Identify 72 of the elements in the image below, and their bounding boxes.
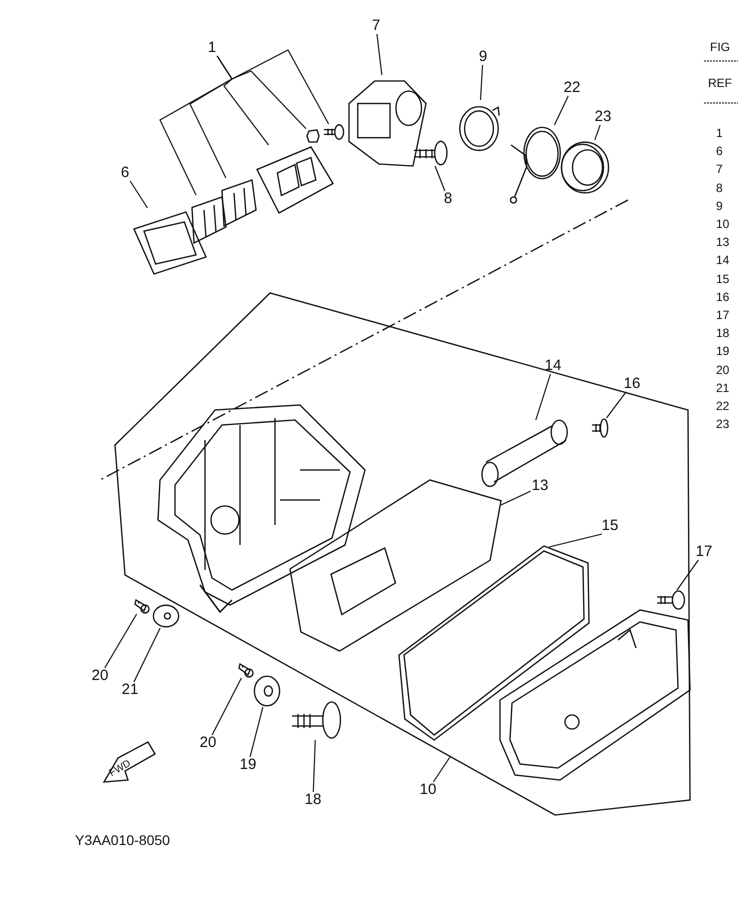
reference-number: 19 bbox=[716, 344, 730, 358]
leader-line bbox=[535, 374, 551, 420]
drawing-code: Y3AA010-8050 bbox=[75, 833, 170, 847]
reference-number: 18 bbox=[716, 326, 730, 340]
screw-drawing bbox=[590, 418, 608, 438]
callout-number: 7 bbox=[370, 18, 382, 34]
leader-line bbox=[212, 678, 242, 736]
reference-number: 21 bbox=[716, 380, 730, 395]
callout-number: 13 bbox=[530, 478, 550, 494]
reed-valve-block-drawing bbox=[255, 145, 335, 215]
nut-drawing bbox=[306, 128, 320, 144]
leader-line bbox=[434, 166, 446, 192]
leader-line bbox=[312, 740, 316, 792]
callout-number: 23 bbox=[594, 109, 612, 125]
reference-number: 1 bbox=[716, 126, 723, 140]
reference-number: 8 bbox=[716, 180, 723, 195]
callout-number: 21 bbox=[120, 682, 140, 698]
leader-line bbox=[594, 124, 601, 140]
leader-line bbox=[554, 96, 569, 126]
leader-line bbox=[480, 64, 484, 100]
washer-drawing bbox=[253, 675, 281, 707]
column-header: FIG bbox=[710, 40, 730, 54]
damper-drawing bbox=[152, 604, 180, 628]
callout-number: 20 bbox=[90, 668, 110, 684]
bolt-drawing bbox=[290, 700, 342, 740]
leader-line bbox=[250, 706, 264, 758]
reference-number: 10 bbox=[716, 217, 730, 231]
leader-line bbox=[676, 560, 699, 590]
reference-number: 7 bbox=[716, 162, 723, 176]
leader-line bbox=[216, 49, 330, 124]
reference-number: 22 bbox=[716, 399, 730, 413]
bolt-drawing bbox=[412, 140, 448, 166]
direction-label: FWD bbox=[107, 757, 134, 781]
column-header: REF bbox=[708, 76, 732, 90]
callout-number: 16 bbox=[622, 376, 642, 392]
callout-number: 6 bbox=[120, 165, 130, 181]
callout-number: 14 bbox=[544, 358, 562, 374]
callout-number: 8 bbox=[442, 191, 454, 207]
leader-line bbox=[104, 614, 138, 668]
callout-number: 20 bbox=[198, 735, 218, 751]
reference-number: 17 bbox=[716, 308, 730, 322]
callout-number: 15 bbox=[600, 518, 620, 534]
callout-number: 10 bbox=[418, 782, 438, 798]
callout-number: 1 bbox=[206, 40, 218, 56]
cap-drawing bbox=[132, 596, 152, 614]
leader-line bbox=[133, 628, 161, 682]
leader-line bbox=[500, 490, 531, 506]
reference-number: 13 bbox=[716, 235, 730, 250]
callout-number: 18 bbox=[304, 792, 322, 808]
callout-number: 19 bbox=[238, 757, 258, 773]
leader-line bbox=[376, 34, 382, 76]
element-drawing bbox=[288, 478, 503, 653]
reference-number: 23 bbox=[716, 417, 730, 432]
reference-number: 15 bbox=[716, 272, 730, 286]
leader-line bbox=[130, 180, 148, 208]
reference-number: 14 bbox=[716, 253, 730, 268]
seal-drawing bbox=[560, 140, 610, 195]
leader-line bbox=[606, 392, 626, 418]
spring-drawing bbox=[508, 125, 563, 205]
screw-drawing bbox=[322, 124, 344, 140]
reference-number: 20 bbox=[716, 362, 730, 377]
cap-drawing bbox=[236, 660, 256, 678]
reference-number: 6 bbox=[716, 144, 723, 158]
reference-number: 9 bbox=[716, 198, 723, 213]
gasket-drawing bbox=[130, 208, 210, 278]
leader-line bbox=[432, 756, 450, 782]
reference-number: 16 bbox=[716, 290, 730, 304]
leader-line bbox=[548, 533, 602, 548]
callout-number: 17 bbox=[694, 544, 714, 560]
callout-number: 9 bbox=[478, 49, 488, 65]
callout-number: 22 bbox=[562, 80, 582, 96]
screw-drawing bbox=[655, 590, 685, 610]
